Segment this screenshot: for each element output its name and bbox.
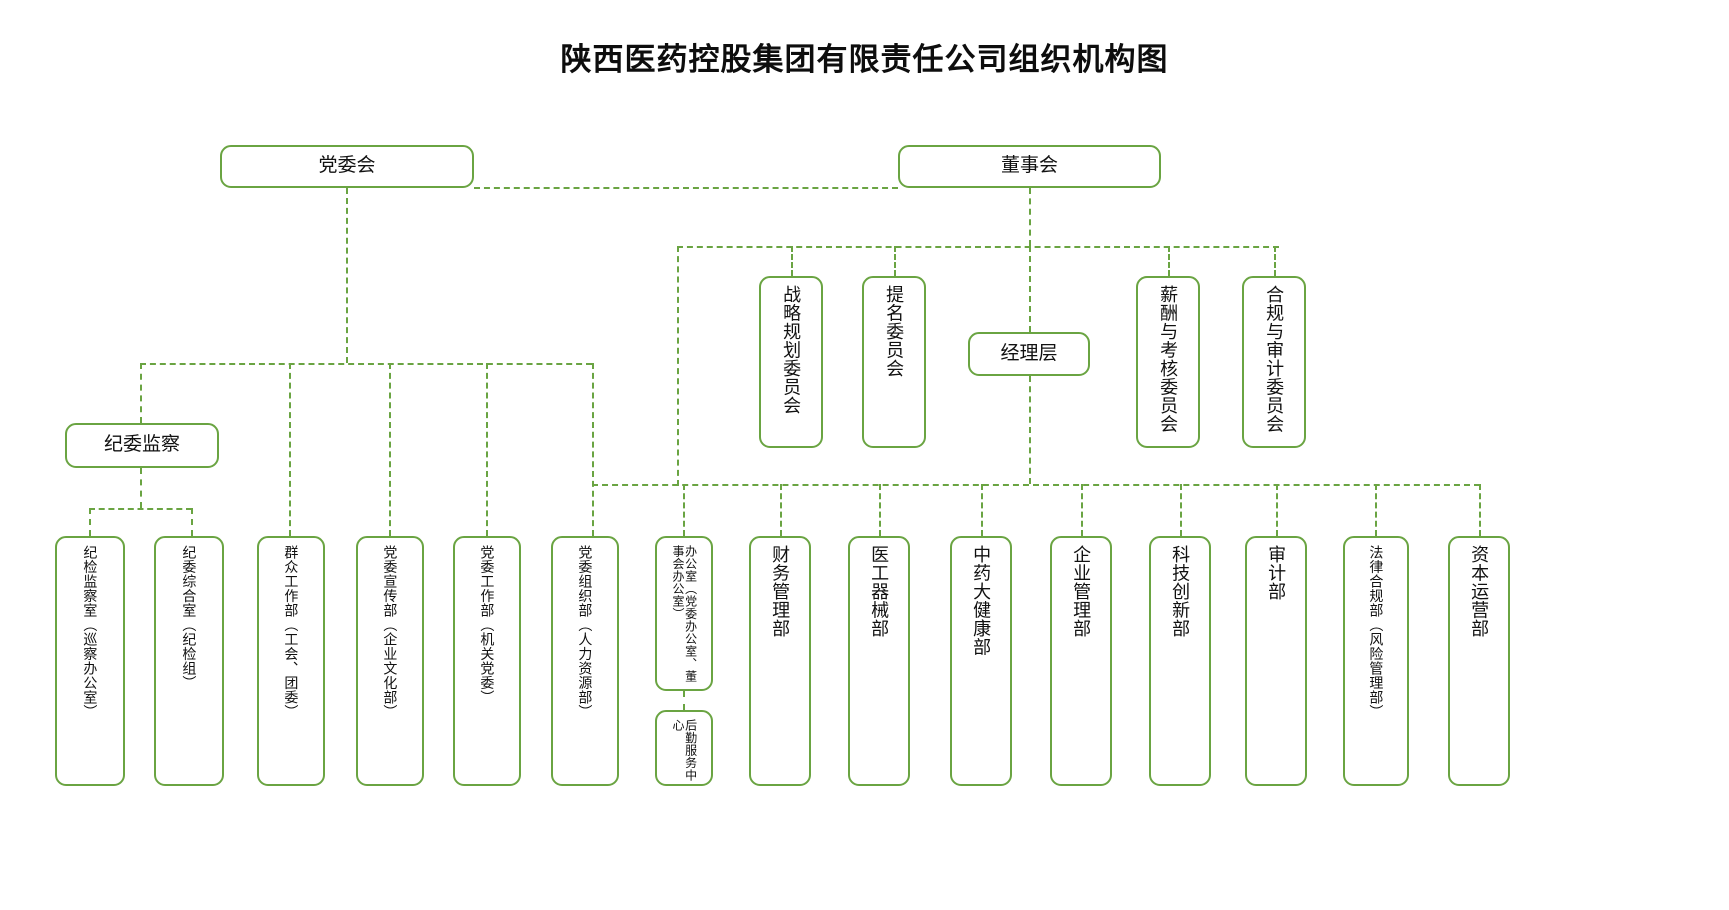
connector-bus-compliance	[1274, 246, 1276, 276]
node-label: 科技创新部	[1170, 545, 1191, 638]
node-label: 企业管理部	[1071, 545, 1092, 638]
connector-office-to-logistics	[683, 691, 685, 710]
connector-party-bus-left	[140, 363, 142, 423]
node-label: 党委会	[318, 155, 376, 177]
node-dept-mass-work[interactable]: 群众工作部（工会、团委）	[257, 536, 325, 786]
node-dept-logistics-service-center[interactable]: 后勤服务中心	[655, 710, 713, 786]
node-label: 党委工作部（机关党委）	[479, 545, 496, 705]
connector-dept-08	[780, 484, 782, 536]
connector-party-bus-03	[289, 363, 291, 536]
node-dept-organization-hr[interactable]: 党委组织部（人力资源部）	[551, 536, 619, 786]
connector-dept-07	[683, 484, 685, 536]
node-dept-enterprise-management[interactable]: 企业管理部	[1050, 536, 1112, 786]
connector-dept-15	[1479, 484, 1481, 536]
node-management-layer[interactable]: 经理层	[968, 332, 1090, 376]
node-label: 纪检监察室（巡察办公室）	[82, 545, 99, 719]
node-label: 办公室（党委办公室、董事会办公室）	[671, 545, 698, 683]
node-label: 后勤服务中心	[671, 719, 698, 782]
node-label: 党委组织部（人力资源部）	[577, 545, 594, 719]
node-dept-capital-operations[interactable]: 资本运营部	[1448, 536, 1510, 786]
node-dept-technology-innovation[interactable]: 科技创新部	[1149, 536, 1211, 786]
node-strategy-committee[interactable]: 战略规划委员会	[759, 276, 823, 448]
connector-dept-14	[1375, 484, 1377, 536]
node-label: 薪酬与考核委员会	[1158, 285, 1179, 433]
node-label: 纪委综合室（纪检组）	[181, 545, 198, 690]
node-label: 提名委员会	[884, 285, 905, 378]
connector-discipline-02	[191, 508, 193, 536]
node-dept-propaganda[interactable]: 党委宣传部（企业文化部）	[356, 536, 424, 786]
node-label: 中药大健康部	[971, 545, 992, 656]
page-title: 陕西医药控股集团有限责任公司组织机构图	[560, 42, 1169, 77]
node-nomination-committee[interactable]: 提名委员会	[862, 276, 926, 448]
connector-party-bus-04	[389, 363, 391, 536]
connector-bus-nomination	[894, 246, 896, 276]
connector-discipline-down	[140, 468, 142, 508]
connector-dept-09	[879, 484, 881, 536]
node-dept-party-work[interactable]: 党委工作部（机关党委）	[453, 536, 521, 786]
node-label: 党委宣传部（企业文化部）	[382, 545, 399, 719]
node-dept-general-office[interactable]: 办公室（党委办公室、董事会办公室）	[655, 536, 713, 691]
node-label: 法律合规部（风险管理部）	[1368, 545, 1385, 719]
connector-bus-strategy	[791, 246, 793, 276]
connector-bus-compensation	[1168, 246, 1170, 276]
node-label: 董事会	[1000, 155, 1058, 177]
connector-dept-10	[981, 484, 983, 536]
node-dept-discipline-general-office[interactable]: 纪委综合室（纪检组）	[154, 536, 224, 786]
node-dept-finance[interactable]: 财务管理部	[749, 536, 811, 786]
node-label: 审计部	[1266, 545, 1287, 601]
connector-department-bus	[592, 484, 1480, 486]
node-board-of-directors[interactable]: 董事会	[898, 145, 1161, 188]
connector-bus-management	[1029, 246, 1031, 332]
connector-party-down	[346, 188, 348, 363]
node-label: 纪委监察	[103, 434, 180, 456]
node-label: 战略规划委员会	[781, 285, 802, 415]
node-label: 经理层	[1000, 342, 1058, 364]
node-label: 合规与审计委员会	[1264, 285, 1285, 433]
node-dept-discipline-office[interactable]: 纪检监察室（巡察办公室）	[55, 536, 125, 786]
node-compensation-committee[interactable]: 薪酬与考核委员会	[1136, 276, 1200, 448]
connector-bus-left-end	[677, 246, 679, 486]
connector-party-bus-06	[592, 363, 594, 536]
node-compliance-audit-committee[interactable]: 合规与审计委员会	[1242, 276, 1306, 448]
node-label: 医工器械部	[869, 545, 890, 638]
node-dept-legal-compliance[interactable]: 法律合规部（风险管理部）	[1343, 536, 1409, 786]
connector-discipline-bus	[89, 508, 192, 510]
node-label: 群众工作部（工会、团委）	[283, 545, 300, 719]
node-party-committee[interactable]: 党委会	[220, 145, 474, 188]
connector-party-to-board	[474, 187, 898, 189]
connector-management-down	[1029, 376, 1031, 484]
connector-discipline-01	[89, 508, 91, 536]
connector-dept-11	[1081, 484, 1083, 536]
connector-party-bus-05	[486, 363, 488, 536]
connector-dept-13	[1276, 484, 1278, 536]
connector-party-bus	[140, 363, 592, 365]
connector-dept-12	[1180, 484, 1182, 536]
node-label: 资本运营部	[1469, 545, 1490, 638]
node-dept-medical-devices[interactable]: 医工器械部	[848, 536, 910, 786]
node-dept-audit[interactable]: 审计部	[1245, 536, 1307, 786]
connector-board-bus	[677, 246, 1279, 248]
connector-board-down	[1029, 188, 1031, 246]
node-dept-tcm-health[interactable]: 中药大健康部	[950, 536, 1012, 786]
node-label: 财务管理部	[770, 545, 791, 638]
node-discipline-inspection[interactable]: 纪委监察	[65, 423, 219, 468]
